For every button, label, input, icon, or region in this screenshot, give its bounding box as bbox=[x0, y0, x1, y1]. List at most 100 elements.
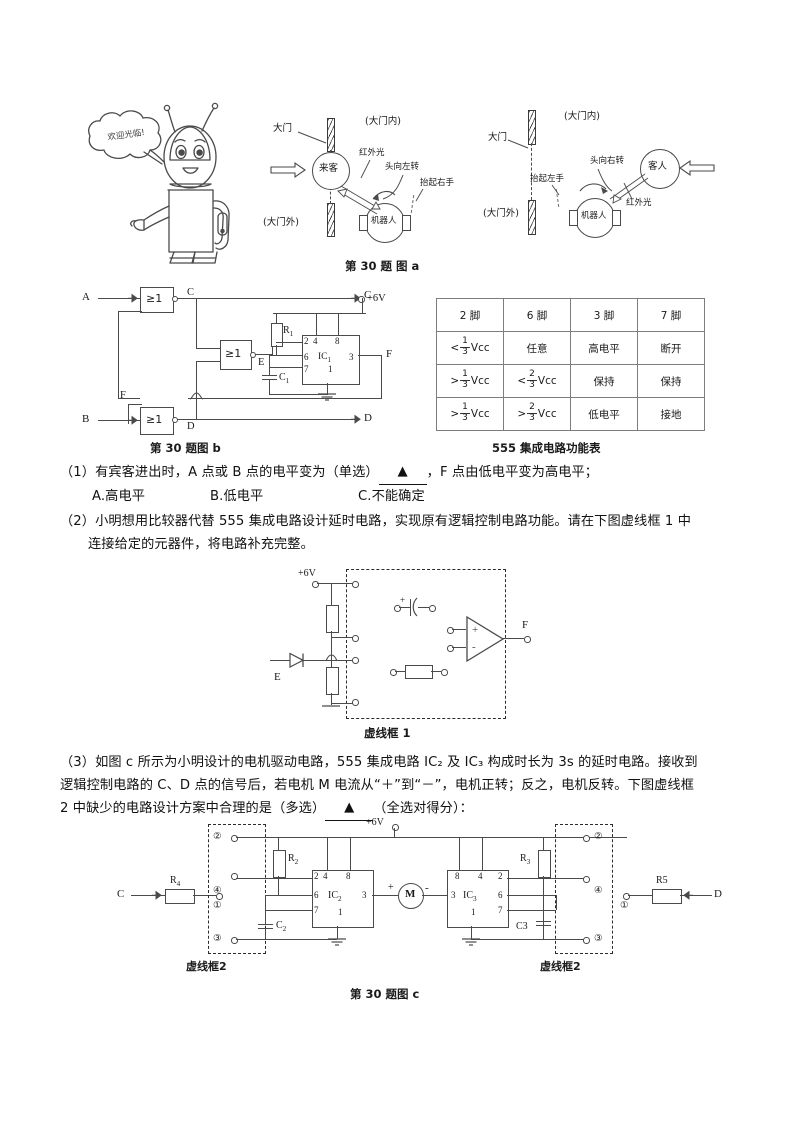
q1-blank: ▲ bbox=[378, 461, 427, 485]
ic1-pin-8: 8 bbox=[335, 336, 340, 346]
fc-motor-plus: + bbox=[388, 882, 394, 893]
dash1-res-terminal-right[interactable] bbox=[441, 669, 448, 676]
fc-terminal-right-4[interactable] bbox=[583, 876, 590, 883]
dash1-opamp-in-plus-terminal[interactable] bbox=[447, 627, 454, 634]
ic2-pin-1: 1 bbox=[338, 907, 343, 917]
dash1-output-terminal-f[interactable] bbox=[524, 636, 531, 643]
fc-terminal-left-4[interactable] bbox=[231, 873, 238, 880]
raised-hand-left bbox=[410, 195, 415, 213]
label-visitor-left: 来客 bbox=[319, 163, 339, 174]
robot-right-arm-left bbox=[402, 215, 411, 231]
question-2-line1: （2）小明想用比较器代替 555 集成电路设计延时电路，实现原有逻辑控制电路功能… bbox=[60, 514, 691, 529]
wire-hop bbox=[189, 392, 204, 400]
ic2-pin-8: 8 bbox=[346, 871, 351, 881]
fc-resistor-r3-label: R3 bbox=[520, 853, 531, 866]
header-pin6: 6 脚 bbox=[503, 298, 571, 332]
fc-input-label-c: C bbox=[117, 888, 125, 900]
dash1-res-terminal-left[interactable] bbox=[390, 669, 397, 676]
header-pin7: 7 脚 bbox=[637, 298, 705, 332]
cell-r1c4: 断开 bbox=[637, 331, 705, 365]
fc-resistor-r2 bbox=[273, 850, 286, 878]
gate-leader-right bbox=[507, 139, 529, 149]
visitor-node-right bbox=[640, 149, 680, 189]
dash1-cap-polarity: + bbox=[400, 595, 406, 605]
header-pin2: 2 脚 bbox=[436, 298, 504, 332]
fc-motor-label: M bbox=[405, 888, 416, 900]
question-3-line2: 逻辑控制电路的 C、D 点的信号后，若电机 M 电流从“＋”到“－”，电机正转；… bbox=[60, 778, 695, 793]
fc-terminal-left-3[interactable] bbox=[231, 937, 238, 944]
input-label-a: A bbox=[82, 291, 90, 303]
ic1-pin-2: 2 bbox=[304, 336, 309, 346]
question-2-line2: 连接给定的元器件，将电路补充完整。 bbox=[88, 537, 314, 552]
fc-terminal-right-2[interactable] bbox=[583, 835, 590, 842]
ic3-pin-3: 3 bbox=[451, 890, 456, 900]
ic1-pin-4: 4 bbox=[313, 336, 318, 346]
q1-option-a: A.高电平 bbox=[92, 489, 146, 504]
resistor-r1 bbox=[271, 323, 283, 347]
function-table-caption: 555 集成电路功能表 bbox=[492, 441, 601, 455]
gate-symbol-3: ≥1 bbox=[146, 413, 163, 426]
label-visitor-right: 客人 bbox=[648, 161, 668, 172]
dashed-box-2-caption-right: 虚线框2 bbox=[540, 960, 581, 973]
input-label-b: B bbox=[82, 413, 90, 425]
label-robot-right: 机器人 bbox=[581, 211, 607, 221]
cell-r1c3: 高电平 bbox=[570, 331, 638, 365]
output-label-d: D bbox=[364, 412, 372, 424]
dash1-cap-curve bbox=[412, 597, 418, 617]
dash1-terminal-top[interactable] bbox=[352, 581, 359, 588]
label-inside-right: (大门内) bbox=[564, 111, 600, 122]
label-outside-right: (大门外) bbox=[483, 208, 519, 219]
question-3-line3: 2 中缺少的电路设计方案中合理的是（多选）▲（全选对得分）： bbox=[60, 798, 775, 822]
ic1-label: IC1 bbox=[318, 352, 331, 364]
ic2-label: IC2 bbox=[328, 890, 342, 903]
label-gate-right: 大门 bbox=[488, 132, 508, 143]
dashed-box-2-caption-left: 虚线框2 bbox=[186, 960, 227, 973]
dash1-cap-terminal-left[interactable] bbox=[394, 605, 401, 612]
dash1-resistor-lower bbox=[326, 667, 339, 695]
ir-leader-right bbox=[623, 182, 633, 200]
fc-terminal-left-1[interactable] bbox=[216, 893, 223, 900]
dash1-cap-terminal-right[interactable] bbox=[429, 605, 436, 612]
fc-terminal-right-1[interactable] bbox=[623, 893, 630, 900]
dash1-supply-label: +6V bbox=[298, 568, 316, 579]
figure-a: 欢迎光临! 大门 (大门内) (大门外) 来客 机器人 bbox=[0, 0, 800, 285]
dash1-opamp-minus: - bbox=[472, 641, 476, 653]
scene-left: 大门 (大门内) (大门外) 来客 机器人 bbox=[255, 105, 455, 255]
fc-terminal-right-3[interactable] bbox=[583, 937, 590, 944]
fc-supply-node bbox=[392, 824, 399, 831]
fc-arrow-c bbox=[152, 890, 162, 900]
label-head-turn-right: 头向右转 bbox=[590, 156, 625, 166]
hand-leader-left bbox=[415, 188, 424, 202]
supply-label-b: +6V bbox=[367, 293, 386, 304]
label-ir-right: 红外光 bbox=[626, 198, 652, 208]
door-opening-r bbox=[531, 143, 532, 200]
ic2-pin-7: 7 bbox=[314, 905, 319, 915]
cell-r1c2: 任意 bbox=[503, 331, 571, 365]
dash1-terminal-mid1[interactable] bbox=[352, 635, 359, 642]
dash1-opamp-in-minus-terminal[interactable] bbox=[447, 645, 454, 652]
fc-terminal-left-2[interactable] bbox=[231, 835, 238, 842]
fc-resistor-r4 bbox=[165, 889, 195, 904]
fc-motor-minus: - bbox=[425, 882, 429, 894]
label-hand-right: 抬起左手 bbox=[530, 174, 565, 184]
arrow-d-out bbox=[351, 414, 361, 424]
dash1-resistor-upper bbox=[326, 605, 339, 633]
ic3-pin-1: 1 bbox=[471, 907, 476, 917]
node-label-c: C bbox=[187, 287, 195, 298]
figure-b-caption: 第 30 题图 b bbox=[150, 441, 221, 455]
label-robot-left: 机器人 bbox=[371, 216, 397, 226]
fc-resistor-r3 bbox=[538, 850, 551, 878]
label-outside-left: (大门外) bbox=[263, 217, 299, 228]
ic2-pin-6: 6 bbox=[314, 890, 319, 900]
robot-illustration: 欢迎光临! bbox=[88, 102, 230, 264]
dash1-terminal-bottom[interactable] bbox=[352, 699, 359, 706]
node-label-d: D bbox=[187, 421, 195, 432]
ic2-chip bbox=[312, 870, 374, 928]
dashed-frame-2-left bbox=[208, 824, 266, 954]
